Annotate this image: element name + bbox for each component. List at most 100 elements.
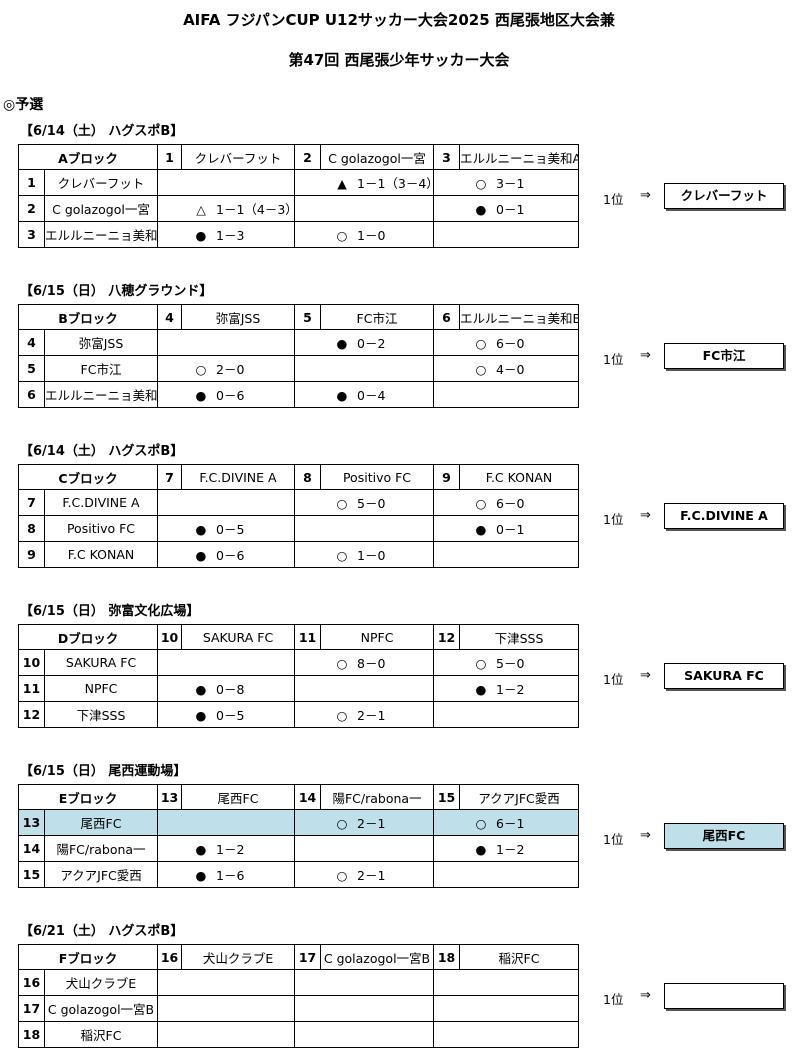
score: 0－5 xyxy=(216,522,245,537)
team-number: 7 xyxy=(157,464,182,490)
score: 1－0 xyxy=(357,228,386,243)
score: 1－2 xyxy=(496,842,525,857)
empty-cell xyxy=(433,1021,580,1048)
page-title: AIFA フジパンCUP U12サッカー大会2025 西尾張地区大会兼 xyxy=(183,11,615,29)
result-mark: ○ xyxy=(336,548,348,563)
score: 0－1 xyxy=(496,522,525,537)
match-result: ▲1－1（3－4） xyxy=(294,169,434,196)
winner-box: FC市江 xyxy=(664,343,784,369)
team-name: 下津SSS xyxy=(459,624,580,650)
block-date-venue: 【6/21（土） ハグスポB】 xyxy=(20,924,184,939)
team-name: C golazogol一宮 xyxy=(44,195,158,222)
result-mark: ● xyxy=(475,842,487,857)
score: 0－2 xyxy=(357,336,386,351)
match-result: ○8－0 xyxy=(294,649,435,676)
match-result: ● 0－2 xyxy=(294,329,434,356)
team-number: 4 xyxy=(157,304,182,330)
score: 1－1（4－3） xyxy=(216,202,295,217)
team-name: C golazogol一宮 xyxy=(320,144,434,170)
team-name: 尾西FC xyxy=(181,784,296,810)
empty-cell xyxy=(157,169,295,196)
result-mark: ○ xyxy=(475,656,487,671)
empty-cell xyxy=(433,381,579,408)
block-name: Dブロック xyxy=(17,624,159,650)
result-mark: ○ xyxy=(475,816,487,831)
team-number: 9 xyxy=(433,464,460,490)
team-number: 3 xyxy=(18,221,45,248)
match-result: ●1－2 xyxy=(157,835,296,862)
block-date-venue: 【6/14（土） ハグスポB】 xyxy=(20,124,184,139)
winner-box: クレバーフット xyxy=(664,183,784,209)
team-name: F.C KONAN xyxy=(44,541,158,568)
team-name: アクアJFC愛西 xyxy=(43,861,159,888)
team-name: アクアJFC愛西 xyxy=(459,784,580,810)
team-number: 9 xyxy=(18,541,45,568)
team-name: 犬山クラブE xyxy=(43,969,159,996)
team-name: Positivo FC xyxy=(44,515,158,542)
score: 0－5 xyxy=(216,708,245,723)
score: 0－6 xyxy=(216,388,245,403)
score: 1－0 xyxy=(357,548,386,563)
team-number: 18 xyxy=(433,944,461,970)
team-number: 16 xyxy=(18,969,45,996)
score: 2－1 xyxy=(357,868,386,883)
result-mark: ● xyxy=(195,388,207,403)
team-name: 弥富JSS xyxy=(181,304,295,330)
empty-cell xyxy=(294,355,434,382)
result-mark: ○ xyxy=(475,176,487,191)
match-result: ○5－0 xyxy=(294,489,434,516)
score: 8－0 xyxy=(357,656,386,671)
empty-cell xyxy=(433,861,580,888)
result-mark: ● xyxy=(195,682,207,697)
match-result: ○3－1 xyxy=(433,169,579,196)
result-mark: ● xyxy=(336,336,348,351)
rank-label: 1位 xyxy=(603,832,624,847)
match-result xyxy=(294,1021,435,1048)
arrow-icon: ⇒ xyxy=(640,668,651,683)
team-name: クレバーフット xyxy=(44,169,158,196)
empty-cell xyxy=(157,809,296,836)
result-mark: ○ xyxy=(475,496,487,511)
team-number: 17 xyxy=(18,995,45,1022)
result-mark: ○ xyxy=(336,496,348,511)
empty-cell xyxy=(433,221,579,248)
rank-label: 1位 xyxy=(603,672,624,687)
team-name: 稲沢FC xyxy=(459,944,580,970)
page-subtitle: 第47回 西尾張少年サッカー大会 xyxy=(288,51,510,69)
score: 6－1 xyxy=(496,816,525,831)
result-mark: ○ xyxy=(475,362,487,377)
block-name: Eブロック xyxy=(17,784,159,810)
block-date-venue: 【6/15（日） 弥富文化広場】 xyxy=(20,604,200,619)
match-result: ○2－1 xyxy=(294,701,435,728)
match-result xyxy=(157,1021,296,1048)
score: 2－0 xyxy=(216,362,245,377)
winner-box: SAKURA FC xyxy=(664,663,784,689)
team-name: F.C KONAN xyxy=(459,464,579,490)
team-name: FC市江 xyxy=(44,355,158,382)
match-result: ● 0－6 xyxy=(157,381,295,408)
block-name: Bブロック xyxy=(18,304,158,330)
rank-label: 1位 xyxy=(603,512,624,527)
team-number: 11 xyxy=(18,675,45,702)
team-name: NPFC xyxy=(43,675,159,702)
match-result: ●0－8 xyxy=(157,675,296,702)
winner-box xyxy=(664,983,784,1009)
arrow-icon: ⇒ xyxy=(640,988,651,1003)
